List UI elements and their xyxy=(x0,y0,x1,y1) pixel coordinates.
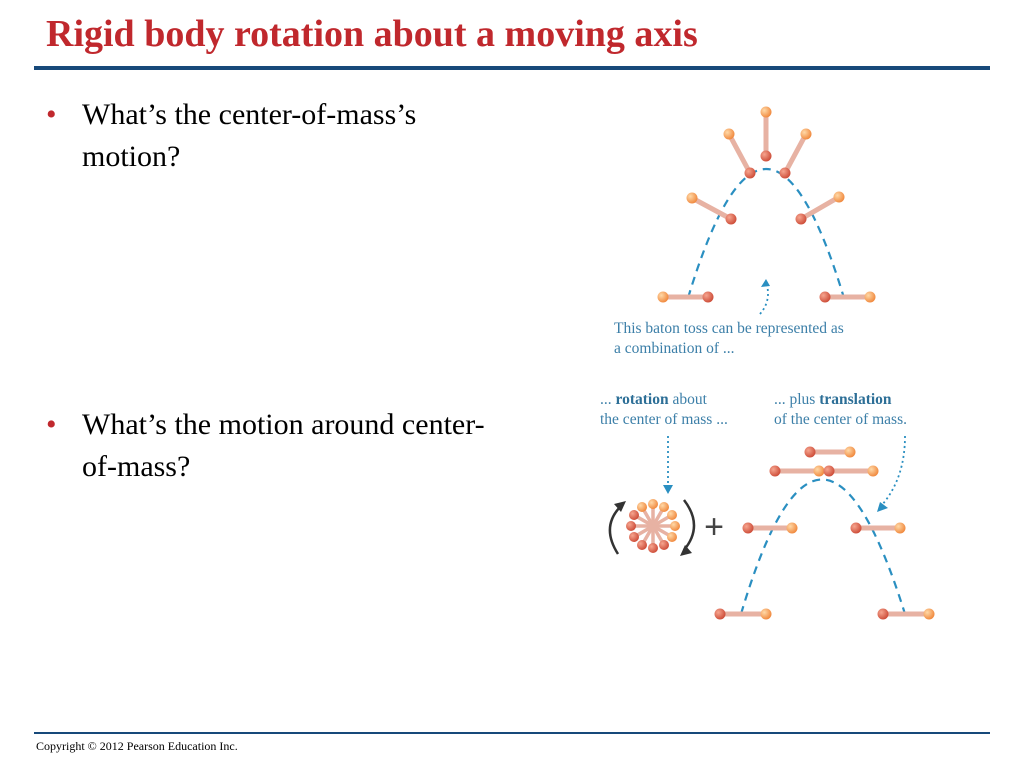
bullet-item-com-motion: • What’s the center-of-mass’s motion? xyxy=(46,94,506,178)
caption-translation-line2: of the center of mass. xyxy=(774,411,907,428)
caption-translation-bold: translation xyxy=(819,391,892,408)
footer-divider xyxy=(34,732,990,734)
caption-main-line1: This baton toss can be represented as xyxy=(614,320,844,337)
caption-rotation-bold: rotation xyxy=(615,391,669,408)
bullet-text: What’s the center-of-mass’s motion? xyxy=(82,98,417,173)
rotation-arrow-left-icon xyxy=(608,504,623,555)
rotation-cluster-balls xyxy=(626,499,680,553)
translation-pointer-arrow xyxy=(881,435,906,506)
figure-caption-rotation: ... rotation about the center of mass ..… xyxy=(600,390,728,430)
caption-rotation-post: about xyxy=(668,391,707,408)
caption-translation-pre: ... plus xyxy=(774,391,820,408)
title-divider xyxy=(34,66,990,70)
caption-rotation-pre: ... xyxy=(600,391,616,408)
trajectory-path-bottom xyxy=(739,478,907,615)
plus-sign: + xyxy=(704,508,724,546)
baton-balls-top xyxy=(657,106,876,303)
rotation-cluster xyxy=(629,502,677,550)
figure-caption-translation: ... plus translation of the center of ma… xyxy=(774,390,907,430)
rotation-arrow-right-icon xyxy=(683,499,696,551)
trajectory-path-top xyxy=(686,168,846,299)
bullet-item-motion-around-com: • What’s the motion around center-of-mas… xyxy=(46,404,506,488)
bullet-marker: • xyxy=(46,98,57,131)
baton-bottom-sequence xyxy=(717,449,932,617)
copyright-footer: Copyright © 2012 Pearson Education Inc. xyxy=(36,739,238,753)
baton-balls-bottom xyxy=(714,446,935,620)
caption-main-line2: a combination of ... xyxy=(614,340,735,357)
bullet-marker: • xyxy=(46,408,57,441)
figure-caption-main: This baton toss can be represented as a … xyxy=(614,319,844,359)
baton-top-sequence xyxy=(660,109,873,300)
baton-toss-illustration: + xyxy=(608,106,935,620)
caption-rotation-line2: the center of mass ... xyxy=(600,411,728,428)
bullet-text: What’s the motion around center-of-mass? xyxy=(82,408,485,483)
slide-title: Rigid body rotation about a moving axis xyxy=(46,13,698,55)
